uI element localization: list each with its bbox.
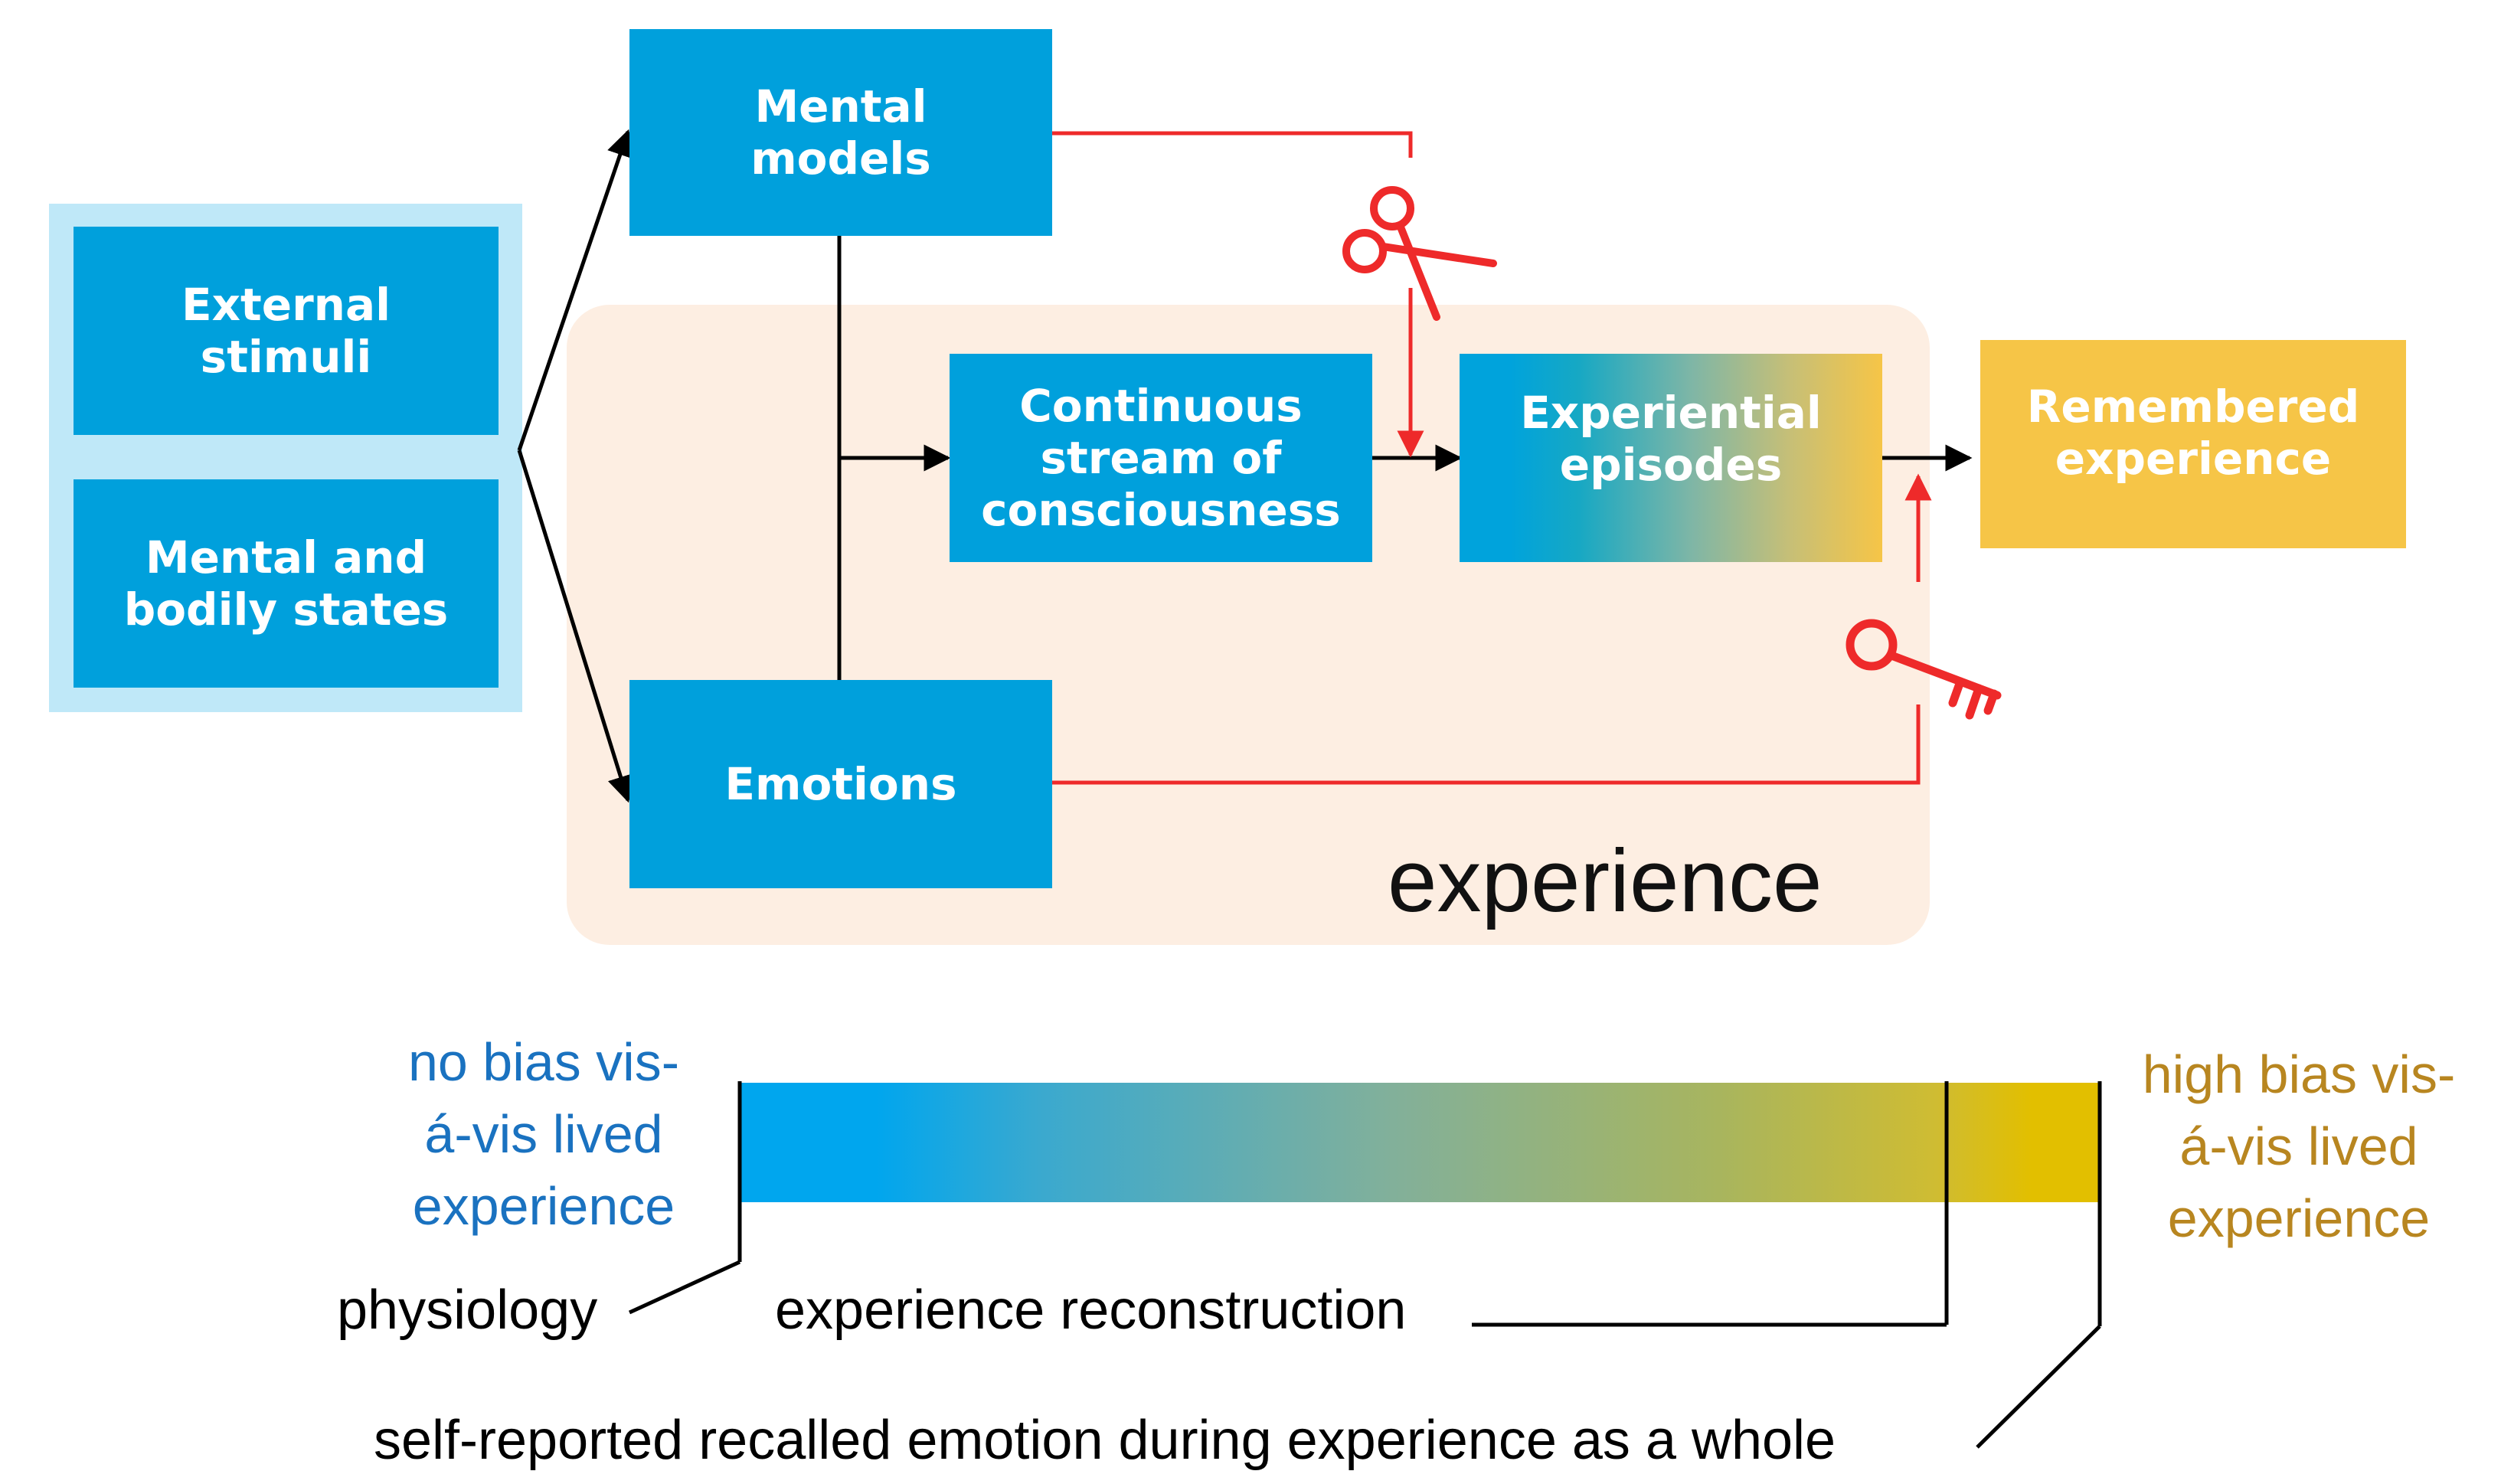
bias-gradient-bar xyxy=(740,1083,2100,1202)
inputs-to-emotions-arrow xyxy=(517,449,634,803)
key-icon xyxy=(1846,619,2002,720)
no-bias-label: no bias vis- á-vis lived experience xyxy=(407,1032,680,1236)
external-stimuli-node: External stimuli xyxy=(74,227,499,435)
experiential-episodes-node: Experiential episodes xyxy=(1460,354,1882,562)
emotions-red-path xyxy=(1051,704,1921,785)
remembered-experience-node: Remembered experience xyxy=(1980,340,2406,548)
emotions-node: Emotions xyxy=(629,680,1052,888)
high-bias-label: high bias vis- á-vis lived experience xyxy=(2142,1044,2456,1248)
experience-label: experience xyxy=(1388,831,1823,930)
reconstruction-label: experience reconstruction xyxy=(775,1280,1407,1341)
self-report-leader xyxy=(1976,1325,2101,1449)
scissors-icon xyxy=(1342,186,1497,321)
physiology-label: physiology xyxy=(337,1280,598,1341)
mental-models-node: Mental models xyxy=(629,29,1052,236)
continuous-stream-node: Continuous stream of consciousness xyxy=(950,354,1372,562)
self-reported-label: self-reported recalled emotion during ex… xyxy=(374,1410,1836,1471)
mental-bodily-states-node: Mental and bodily states xyxy=(74,479,499,688)
mental-models-red-path xyxy=(1051,131,1413,158)
physiology-leader xyxy=(628,1260,741,1315)
inputs-to-mental-models-arrow xyxy=(517,129,633,451)
